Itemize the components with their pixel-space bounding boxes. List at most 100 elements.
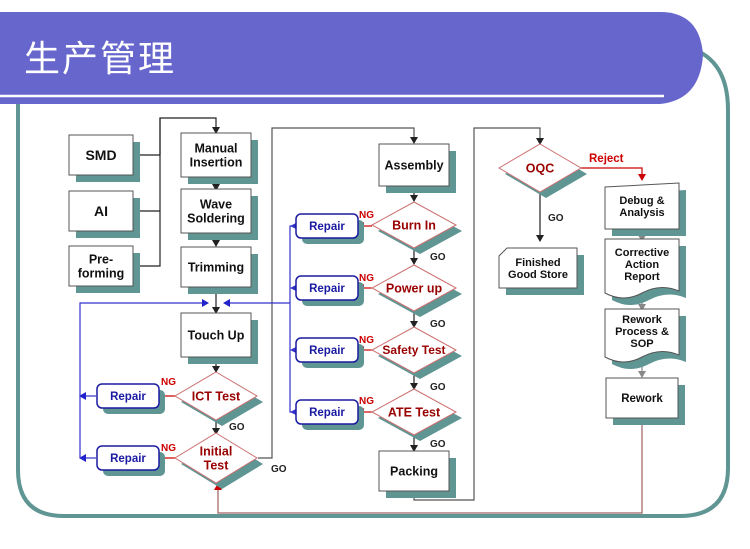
decision-ict-test[interactable]: ICT Test: [174, 371, 263, 426]
process-touch-up[interactable]: Touch Up: [180, 312, 258, 364]
process-trimming[interactable]: Trimming: [180, 246, 258, 294]
decision-oqc-shape: [498, 143, 582, 193]
process-wave-soldering-shape: [180, 188, 252, 234]
input-ai[interactable]: AI: [68, 190, 140, 238]
process-rework-shape: [605, 377, 679, 419]
decision-ict-test-label: ICT Test: [192, 389, 241, 403]
ng-label: NG: [161, 443, 176, 454]
repair-safety[interactable]: Repair: [295, 337, 364, 368]
repair-ict-label: Repair: [110, 391, 146, 403]
feedback-arrow-3: [290, 347, 296, 353]
process-trimming-label: Trimming: [188, 260, 244, 274]
decision-safety-test-label: Safety Test: [382, 343, 445, 357]
decision-burn-in[interactable]: Burn In: [370, 201, 462, 254]
repair-ate-label: Repair: [309, 407, 345, 419]
repair-ict[interactable]: Repair: [96, 383, 165, 414]
header-band: [0, 12, 703, 104]
input-preforming[interactable]: Pre-forming: [68, 245, 140, 293]
right-feedback-bus: [289, 225, 296, 413]
repair-ate-shape: [295, 399, 359, 425]
decision-power-up-shape: [370, 264, 458, 312]
process-manual-insertion-shape: [180, 132, 252, 178]
left-feedback-bus: [79, 299, 209, 458]
input-preforming-shape: [68, 245, 134, 287]
repair-ate[interactable]: Repair: [295, 399, 364, 430]
ng-label: NG: [359, 335, 374, 346]
repair-safety-shape: [295, 337, 359, 363]
go-label: GO: [271, 464, 287, 475]
doc-rework-process-shape: [604, 308, 680, 363]
doc-corrective-action-shape: [604, 238, 680, 299]
doc-debug-analysis-label: Debug &Analysis: [619, 195, 664, 219]
decision-power-up-label: Power up: [386, 281, 443, 295]
decision-ate-test[interactable]: ATE Test: [370, 388, 462, 441]
decision-burn-in-label: Burn In: [392, 218, 436, 232]
go-label: GO: [430, 439, 446, 450]
doc-debug-analysis-shape: [604, 182, 680, 230]
process-touch-up-shape: [180, 312, 252, 358]
go-label: GO: [430, 382, 446, 393]
repair-initial-shape: [96, 445, 160, 471]
decision-ate-test-label: ATE Test: [388, 405, 441, 419]
process-assembly[interactable]: Assembly: [378, 143, 456, 193]
feedback-arrow-4: [290, 409, 296, 415]
decision-ict-test-shape: [174, 371, 258, 421]
process-assembly-shape: [378, 143, 450, 187]
process-assembly-label: Assembly: [384, 158, 443, 172]
reject-label: Reject: [589, 153, 624, 165]
doc-debug-analysis[interactable]: Debug &Analysis: [604, 182, 686, 236]
decision-safety-test-shape: [370, 326, 458, 374]
feedback-arrow-2: [290, 285, 296, 291]
process-rework[interactable]: Rework: [605, 377, 685, 425]
decision-power-up[interactable]: Power up: [370, 264, 462, 317]
repair-power-up-shape: [295, 275, 359, 301]
process-touch-up-label: Touch Up: [188, 328, 245, 342]
process-packing-label: Packing: [390, 464, 438, 478]
repair-burn-in-label: Repair: [309, 221, 345, 233]
go-label: GO: [229, 422, 245, 433]
decision-oqc[interactable]: OQC: [498, 143, 587, 198]
preforming-link: [133, 118, 161, 267]
decision-ate-test-shape: [370, 388, 458, 436]
repair-power-up[interactable]: Repair: [295, 275, 364, 306]
decision-safety-test[interactable]: Safety Test: [370, 326, 462, 379]
repair-ict-shape: [96, 383, 160, 409]
go-label: GO: [430, 319, 446, 330]
decision-initial-test-shape: [174, 432, 258, 484]
process-trimming-shape: [180, 246, 252, 288]
process-packing-shape: [378, 450, 450, 492]
repair-burn-in-shape: [295, 213, 359, 239]
oqc-reject-line: [580, 167, 646, 181]
ng-label: NG: [359, 210, 374, 221]
ng-label: NG: [161, 377, 176, 388]
initial-to-assembly: [258, 127, 418, 459]
repair-safety-label: Repair: [309, 345, 345, 357]
repair-burn-in[interactable]: Repair: [295, 213, 364, 244]
rework-return-line: [214, 420, 643, 514]
process-packing[interactable]: Packing: [378, 450, 456, 498]
store-finished-good-shape: [498, 247, 578, 289]
input-smd-shape: [68, 134, 134, 176]
input-smd-label: SMD: [85, 147, 116, 163]
decision-burn-in-shape: [370, 201, 458, 249]
repair-initial[interactable]: Repair: [96, 445, 165, 476]
repair-initial-label: Repair: [110, 453, 146, 465]
input-smd[interactable]: SMD: [68, 134, 140, 182]
process-rework-label: Rework: [621, 393, 663, 405]
go-label: GO: [430, 252, 446, 263]
